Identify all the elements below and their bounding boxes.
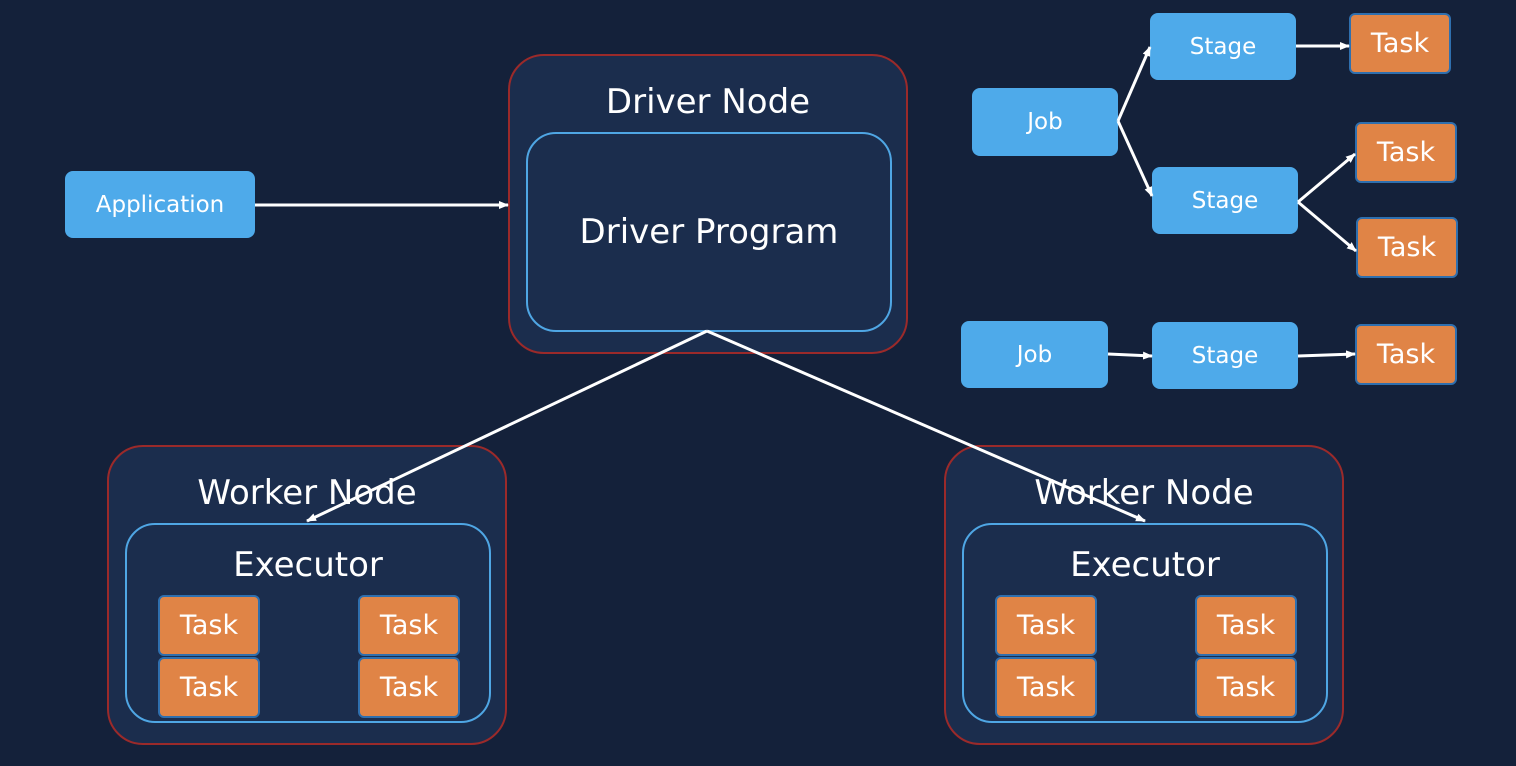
task-box: Task [158,657,260,718]
task-box: Task [358,657,460,718]
job-box: Job [961,321,1108,388]
stage-box: Stage [1152,167,1298,234]
task-box: Task [158,595,260,656]
driver-program-label: Driver Program [579,212,839,252]
task-box: Task [1355,324,1457,385]
arrow-job1-to-stage1 [1116,46,1152,122]
task-box: Task [1195,657,1297,718]
executor-2-label: Executor [1070,545,1220,585]
task-box: Task [358,595,460,656]
driver-node: Driver Node Driver Program [508,54,908,354]
driver-program: Driver Program [526,132,892,332]
executor-1: Executor Task Task Task Task [125,523,491,723]
task-box: Task [1356,217,1458,278]
worker-node-1-title: Worker Node [197,473,417,513]
executor-2: Executor Task Task Task Task [962,523,1328,723]
job-box: Job [972,88,1118,156]
arrow-stage-to-task [1297,350,1356,359]
worker-node-1: Worker Node Executor Task Task Task Task [107,445,507,745]
stage-box: Stage [1150,13,1296,80]
driver-node-title: Driver Node [605,82,811,122]
stage-box: Stage [1152,322,1298,389]
arrow-stage2-to-task-b [1297,200,1357,253]
worker-node-2-title: Worker Node [1034,473,1254,513]
arrow-stage2-to-task-a [1297,152,1356,204]
task-box: Task [1195,595,1297,656]
arrow-job1-to-stage2 [1116,120,1154,197]
task-box: Task [995,595,1097,656]
application-box: Application [65,171,255,238]
worker-node-2: Worker Node Executor Task Task Task Task [944,445,1344,745]
executor-1-label: Executor [233,545,383,585]
task-box: Task [1355,122,1457,183]
task-box: Task [995,657,1097,718]
arrow-job2-to-stage [1107,351,1153,360]
task-box: Task [1349,13,1451,74]
